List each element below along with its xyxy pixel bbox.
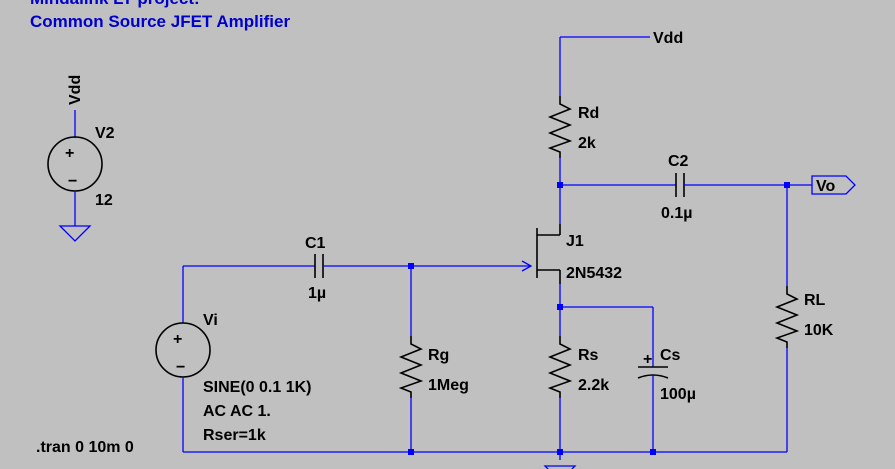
vo-net-label: Vo	[816, 178, 835, 195]
title-line-1: Mindalink LT project:	[30, 0, 200, 8]
cs-name: Cs	[660, 347, 681, 364]
junction-gate	[408, 263, 414, 269]
vo-port-icon[interactable]	[811, 175, 856, 195]
vdd-net-label: Vdd	[653, 30, 683, 47]
junction-drain	[557, 182, 563, 188]
junction-ground-rs	[557, 449, 563, 455]
tran-directive[interactable]: .tran 0 10m 0	[36, 439, 134, 456]
rg-resistor-icon[interactable]	[398, 336, 424, 398]
rd-resistor-icon[interactable]	[547, 96, 573, 158]
junction-vo	[784, 182, 790, 188]
v2-voltage-source[interactable]: + −	[47, 110, 103, 242]
junction-source	[557, 304, 563, 310]
v2-plus-sign: +	[65, 145, 74, 162]
j1-name: J1	[566, 233, 584, 250]
c1-name: C1	[305, 235, 326, 252]
vi-spec-line-3: Rser=1k	[203, 427, 266, 444]
v2-name: V2	[95, 125, 115, 142]
cs-polarity-sign: +	[643, 351, 652, 368]
rs-resistor-icon[interactable]	[547, 336, 573, 398]
vi-voltage-source[interactable]: + −	[155, 322, 211, 378]
c2-name: C2	[668, 153, 689, 170]
v2-minus-sign: −	[68, 173, 77, 190]
junction-ground-cs	[650, 449, 656, 455]
junction-ground-rg	[408, 449, 414, 455]
c1-value: 1µ	[308, 285, 326, 302]
vi-minus-sign: −	[176, 359, 185, 376]
rg-value: 1Meg	[428, 377, 469, 394]
rg-name: Rg	[428, 347, 449, 364]
rd-name: Rd	[578, 105, 599, 122]
vi-plus-sign: +	[173, 331, 182, 348]
rl-name: RL	[804, 292, 826, 309]
ground-icon-main	[543, 465, 577, 469]
ground-icon	[58, 225, 92, 242]
v2-value: 12	[95, 192, 113, 209]
rl-resistor-icon[interactable]	[774, 286, 800, 348]
vi-spec-line-1: SINE(0 0.1 1K)	[203, 379, 311, 396]
vdd-supply-label: Vdd	[67, 75, 84, 105]
c2-value: 0.1µ	[661, 205, 692, 222]
j1-jfet-icon[interactable]	[521, 224, 561, 284]
vi-spec-line-2: AC AC 1.	[203, 403, 271, 420]
rs-value: 2.2k	[578, 377, 609, 394]
j1-value: 2N5432	[566, 265, 622, 282]
cs-value: 100µ	[660, 386, 696, 403]
vi-name: Vi	[203, 312, 218, 329]
rl-value: 10K	[804, 322, 834, 339]
rs-name: Rs	[578, 347, 599, 364]
rd-value: 2k	[578, 135, 596, 152]
title-line-2: Common Source JFET Amplifier	[30, 12, 290, 31]
